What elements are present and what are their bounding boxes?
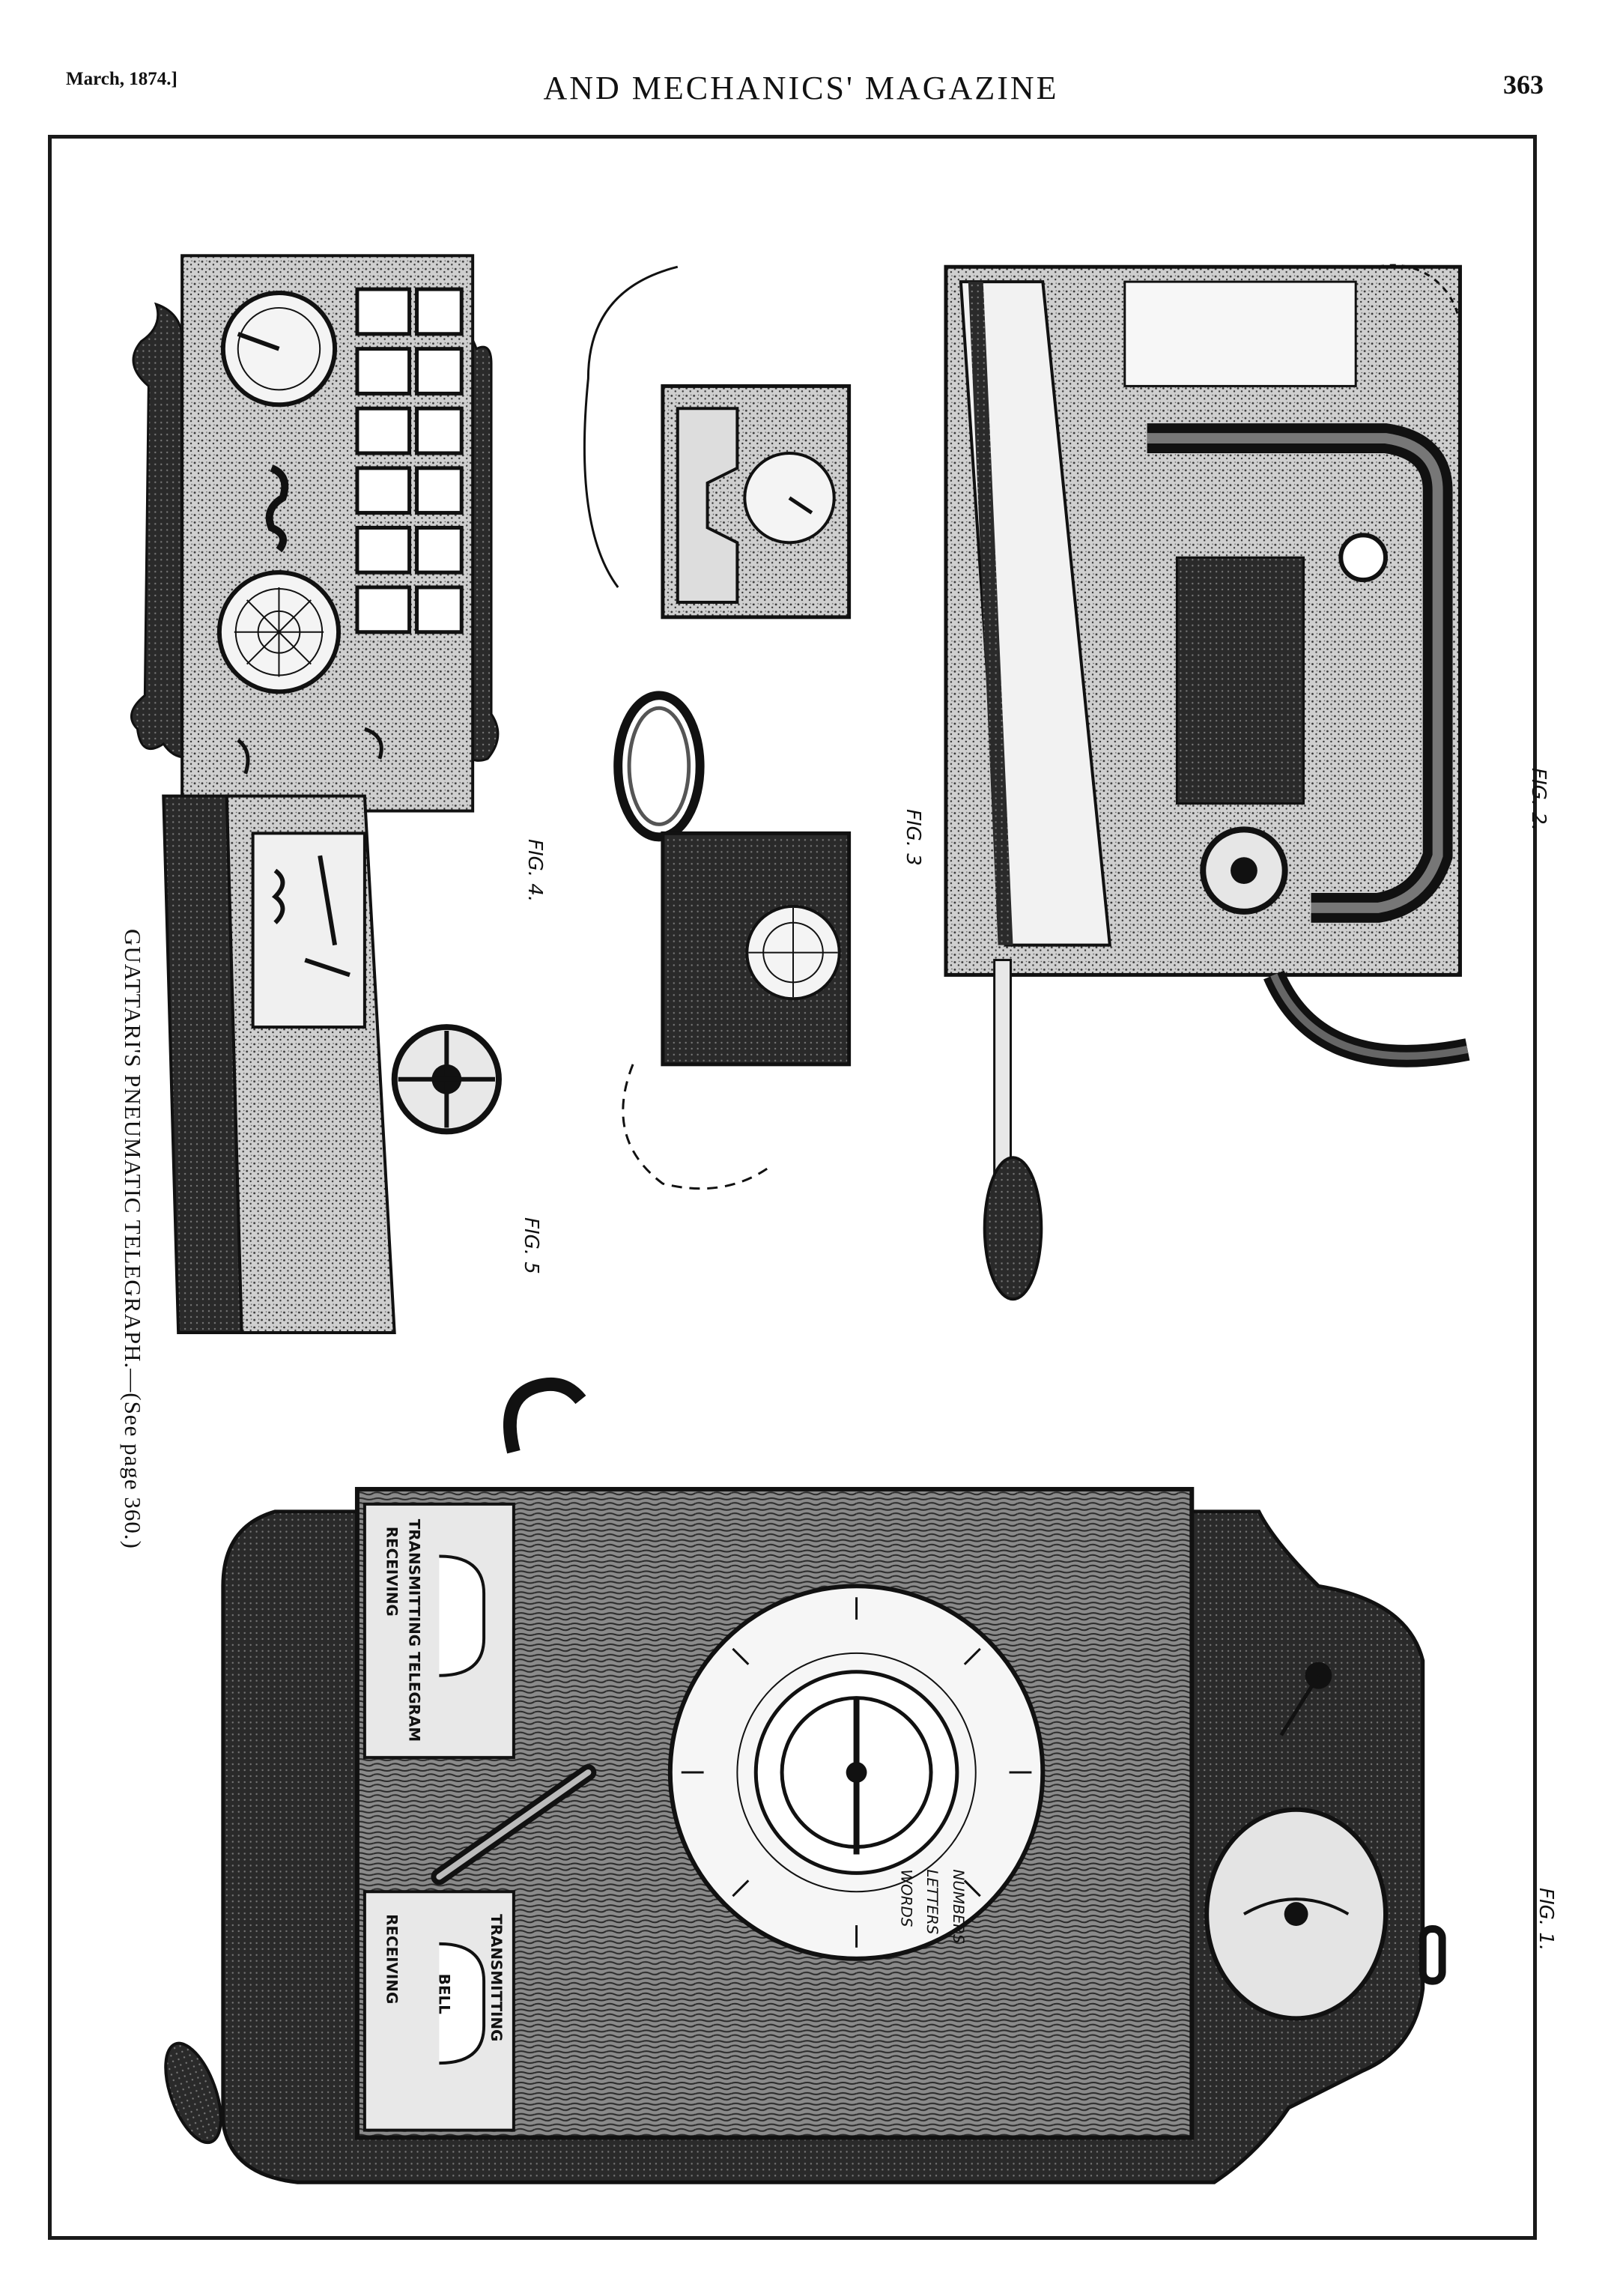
fig3-drawing: [583, 265, 852, 1190]
fig2-drawing: [944, 264, 1470, 1301]
running-header-date: March, 1874.]: [66, 69, 178, 89]
page-number: 363: [1503, 70, 1544, 100]
panel-label-receiving-telegram: RECEIVING: [383, 1527, 401, 1617]
figure-label-1: FIG. 1.: [1535, 1888, 1557, 1951]
panel-label-transmitting-telegram: TRANSMITTING TELEGRAM: [406, 1519, 423, 1742]
dial-label-words: WORDS: [897, 1869, 914, 1927]
engraving-illustration: WORDS LETTERS NUMBERS TRANSMITTING TELEG…: [130, 254, 1470, 2184]
fig4-drawing: [130, 254, 500, 813]
figure-label-4: FIG. 4.: [524, 839, 546, 903]
figure-label-2: FIG. 2.: [1527, 768, 1550, 832]
panel-label-receiving-bell: RECEIVING: [383, 1914, 401, 2004]
engraving-plate: WORDS LETTERS NUMBERS TRANSMITTING TELEG…: [48, 135, 1557, 2240]
panel-label-bell: BELL: [435, 1974, 452, 2014]
figure-label-5: FIG. 5: [520, 1217, 542, 1274]
figure-label-3: FIG. 3: [902, 809, 924, 866]
fig1-drawing: WORDS LETTERS NUMBERS TRANSMITTING TELEG…: [164, 1377, 1446, 2184]
dial-label-numbers: NUMBERS: [950, 1869, 967, 1943]
dial-label-letters: LETTERS: [923, 1869, 941, 1934]
plate-caption: GUATTARI'S PNEUMATIC TELEGRAPH.—(See pag…: [120, 929, 146, 1549]
running-header-title: AND MECHANICS' MAGAZINE: [543, 70, 1059, 106]
fig5-drawing: [162, 727, 502, 1335]
panel-label-transmitting-bell: TRANSMITTING: [488, 1914, 505, 2041]
